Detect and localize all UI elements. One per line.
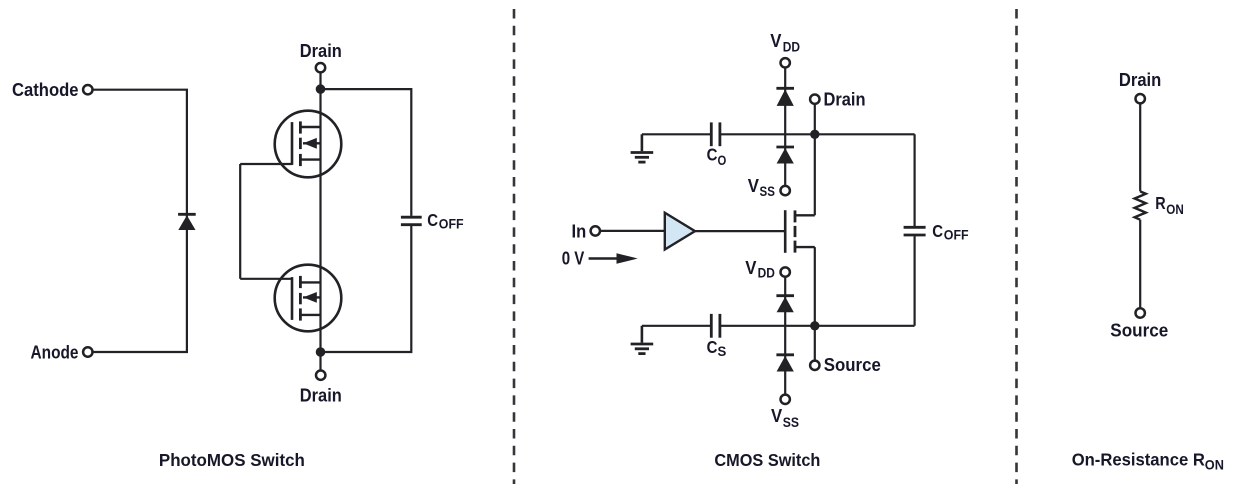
svg-text:CMOS Switch: CMOS Switch	[714, 450, 820, 470]
svg-text:C: C	[427, 210, 438, 230]
svg-text:V: V	[748, 176, 759, 196]
svg-text:Source: Source	[1110, 321, 1168, 341]
svg-text:Drain: Drain	[300, 386, 342, 406]
svg-text:O: O	[718, 152, 727, 168]
svg-text:V: V	[770, 31, 781, 51]
svg-text:0 V: 0 V	[562, 248, 585, 268]
svg-text:V: V	[745, 258, 756, 278]
svg-text:PhotoMOS Switch: PhotoMOS Switch	[159, 450, 305, 470]
svg-text:SS: SS	[783, 414, 799, 430]
svg-text:OFF: OFF	[439, 216, 464, 232]
svg-text:ON: ON	[1205, 457, 1224, 473]
svg-text:Source: Source	[824, 355, 881, 375]
svg-text:Drain: Drain	[824, 89, 866, 109]
svg-text:ON: ON	[1166, 201, 1184, 217]
svg-text:Drain: Drain	[1119, 70, 1161, 90]
svg-text:OFF: OFF	[944, 227, 969, 243]
svg-text:In: In	[572, 221, 587, 241]
svg-text:V: V	[771, 406, 782, 426]
svg-text:S: S	[718, 343, 727, 359]
svg-text:C: C	[707, 144, 718, 164]
svg-text:C: C	[707, 337, 718, 357]
svg-text:On-Resistance R: On-Resistance R	[1072, 449, 1206, 469]
svg-text:R: R	[1155, 193, 1166, 213]
svg-text:Drain: Drain	[300, 41, 342, 61]
svg-text:DD: DD	[758, 265, 775, 281]
svg-text:DD: DD	[783, 39, 800, 55]
svg-text:SS: SS	[760, 183, 775, 199]
svg-text:Cathode: Cathode	[12, 80, 79, 100]
svg-text:Anode: Anode	[31, 342, 79, 362]
svg-text:C: C	[932, 221, 943, 241]
